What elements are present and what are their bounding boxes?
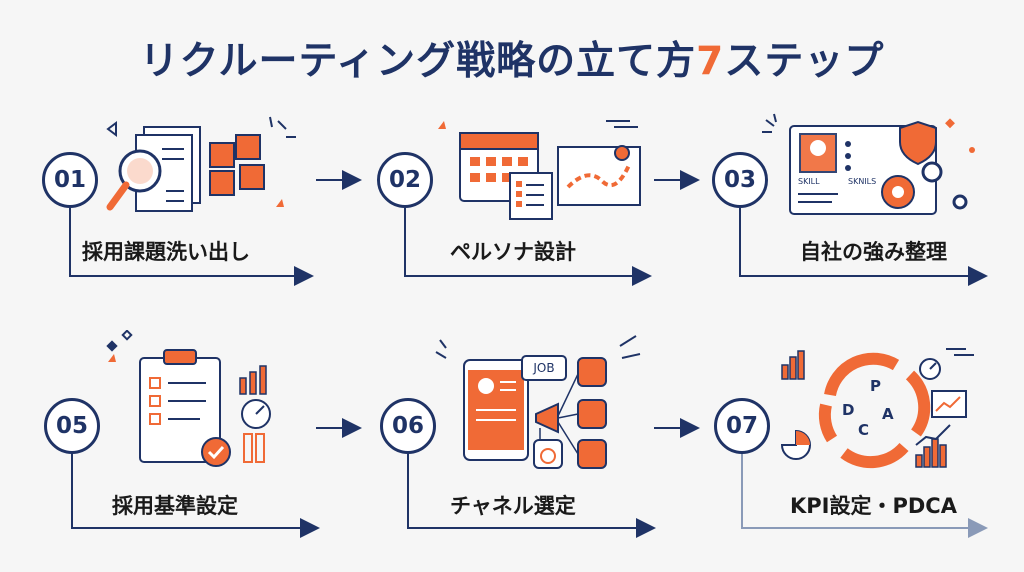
pdca-a: A: [882, 405, 894, 423]
clipboard-checklist-icon: [106, 330, 271, 467]
phone-megaphone-social-icon: JOB: [435, 335, 641, 469]
connector-step-07: [741, 453, 988, 538]
step-05-number: 05: [44, 398, 100, 454]
connector-step-03: [739, 208, 988, 286]
profile-card-shield-icon: SKILL SKNILS: [762, 113, 975, 215]
title-number: 7: [696, 39, 725, 84]
connector-step-06: [407, 453, 656, 538]
page-title: リクルーティング戦略の立て方7ステップ: [0, 30, 1024, 86]
pdca-p: P: [870, 377, 881, 395]
facebook-icon: [577, 357, 607, 387]
skills-text: SKNILS: [848, 177, 876, 186]
connector-step-01: [69, 208, 314, 286]
magnifier-documents-puzzle-icon: [106, 116, 296, 212]
skill-text: SKILL: [798, 177, 820, 186]
twitter-icon: [577, 399, 607, 429]
pdca-d: D: [842, 401, 854, 419]
step-03-label: 自社の強み整理: [800, 240, 947, 264]
title-text: リクルーティング戦略の立て方: [139, 39, 697, 84]
calendar-map-icon: [438, 120, 641, 220]
step-07-label: KPI設定・PDCA: [790, 494, 957, 518]
connector-step-02: [404, 208, 652, 286]
rss-icon: [577, 439, 607, 469]
step-06-number: 06: [380, 398, 436, 454]
step-05-label: 採用基準設定: [112, 494, 238, 518]
step-01-number: 01: [42, 152, 98, 208]
weibo-icon: [533, 439, 563, 469]
title-suffix: ステップ: [724, 39, 885, 84]
step-02-number: 02: [377, 152, 433, 208]
step-06-label: チャネル選定: [450, 494, 576, 518]
job-text: JOB: [532, 361, 554, 375]
step-03-number: 03: [712, 152, 768, 208]
step-07-number: 07: [714, 398, 770, 454]
connector-step-05: [71, 453, 320, 538]
step-01-label: 採用課題洗い出し: [82, 240, 250, 264]
pdca-cycle-icon: P D C A: [780, 348, 974, 469]
pdca-c: C: [858, 421, 869, 439]
step-02-label: ペルソナ設計: [450, 240, 576, 264]
